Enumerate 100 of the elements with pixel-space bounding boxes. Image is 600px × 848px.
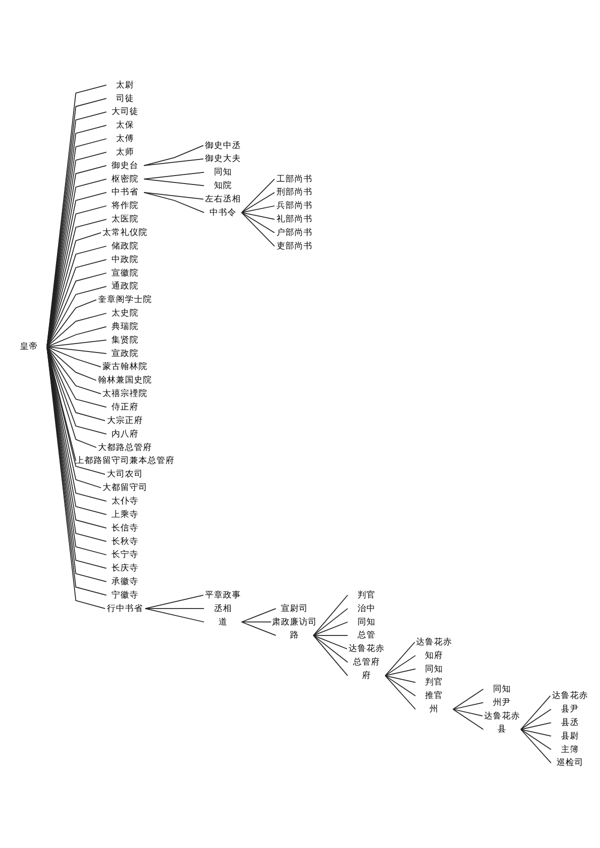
connector xyxy=(46,346,106,422)
node-text: 御史台 xyxy=(112,160,139,171)
connector xyxy=(144,145,204,166)
connector xyxy=(520,695,551,730)
node-text: 储政院 xyxy=(112,241,139,252)
connector xyxy=(46,346,102,488)
node-text: 宣徽院 xyxy=(112,268,139,278)
node-text: 长信寺 xyxy=(112,523,139,534)
connector xyxy=(520,728,552,737)
connector xyxy=(46,326,107,348)
node-text: 肃政廉访司 xyxy=(272,617,318,628)
node-text: 总管 xyxy=(357,630,376,641)
node-text: 工部尚书 xyxy=(276,174,313,184)
connector xyxy=(384,668,416,676)
node-text: 同知 xyxy=(493,684,512,694)
node-text: 达鲁花赤 xyxy=(484,711,520,722)
connector xyxy=(241,205,275,214)
node-text: 达鲁花赤 xyxy=(348,644,384,654)
connector xyxy=(46,346,106,475)
connector xyxy=(46,272,107,348)
node-text: 兵部尚书 xyxy=(276,201,313,212)
connector xyxy=(384,675,416,696)
connector xyxy=(46,346,107,434)
connector xyxy=(520,708,552,730)
connector xyxy=(384,675,416,710)
connector xyxy=(520,722,552,730)
connector xyxy=(144,172,204,180)
connector xyxy=(312,634,348,650)
node-text: 推官 xyxy=(425,691,444,702)
node-text: 长宁寺 xyxy=(112,550,139,560)
node-text: 大司徒 xyxy=(112,107,139,118)
node-text: 县 xyxy=(498,724,507,735)
node-text: 宣尉司 xyxy=(281,604,308,614)
node-text: 御史中丞 xyxy=(204,140,241,151)
connector xyxy=(312,622,348,636)
connector xyxy=(144,594,204,610)
node-text: 治中 xyxy=(357,604,376,614)
node-text: 主簿 xyxy=(560,744,579,755)
node-text: 上都路留守司兼本总管府 xyxy=(76,456,175,466)
connector xyxy=(241,212,275,220)
connector xyxy=(46,232,102,348)
node-text: 州尹 xyxy=(493,698,512,708)
node-text: 典瑞院 xyxy=(112,322,139,332)
node-text: 吏部尚书 xyxy=(276,241,313,252)
connector xyxy=(144,608,204,622)
connector xyxy=(384,675,416,683)
node-text: 通政院 xyxy=(112,282,139,292)
connector xyxy=(241,622,276,636)
node-text: 将作院 xyxy=(112,201,139,212)
node-text: 太保 xyxy=(116,120,134,131)
node-text: 太医院 xyxy=(112,214,139,225)
node-text: 判官 xyxy=(425,678,444,688)
connector xyxy=(312,608,348,636)
node-text: 州 xyxy=(430,704,439,715)
connector xyxy=(241,212,275,247)
node-text: 大都留守司 xyxy=(102,483,148,494)
node-text: 太史院 xyxy=(112,308,139,319)
connector xyxy=(46,346,102,368)
connector xyxy=(520,728,552,750)
node-text: 行中书省 xyxy=(107,604,144,614)
connector xyxy=(452,688,484,710)
node-text: 蒙古翰林院 xyxy=(102,362,148,372)
connector xyxy=(144,158,204,166)
connector xyxy=(241,178,275,214)
connector xyxy=(241,212,275,234)
node-text: 太尉 xyxy=(116,80,134,90)
node-text: 内八府 xyxy=(112,429,139,440)
node-text: 太禧宗禋院 xyxy=(102,389,148,400)
node-text: 上乘寺 xyxy=(112,510,139,520)
node-text: 侍正府 xyxy=(112,402,139,413)
node-text: 户部尚书 xyxy=(276,228,313,238)
node-text: 礼部尚书 xyxy=(276,214,313,225)
node-text: 知府 xyxy=(425,650,444,661)
node-text: 县丞 xyxy=(560,718,579,728)
connector xyxy=(46,346,97,448)
connector xyxy=(46,286,107,348)
node-text: 中书令 xyxy=(209,208,236,218)
connector xyxy=(144,192,204,214)
node-text: 宁徽寺 xyxy=(112,590,139,600)
node-text: 皇帝 xyxy=(20,342,38,352)
connector xyxy=(241,608,276,622)
node-text: 路 xyxy=(290,630,300,641)
connector xyxy=(520,728,552,764)
connector xyxy=(46,340,107,348)
connector xyxy=(312,634,348,663)
node-text: 集贤院 xyxy=(112,335,139,346)
connector xyxy=(312,634,348,636)
connector xyxy=(46,346,107,408)
connector xyxy=(241,192,275,214)
node-text: 刑部尚书 xyxy=(276,188,313,198)
node-text: 左右丞相 xyxy=(204,194,241,204)
node-text: 奎章阁学士院 xyxy=(98,295,152,306)
node-text: 巡检司 xyxy=(556,758,584,768)
node-text: 司徒 xyxy=(116,94,134,104)
node-text: 御史大夫 xyxy=(204,154,241,164)
node-text: 同知 xyxy=(357,617,376,628)
node-text: 承徽寺 xyxy=(112,577,139,588)
node-text: 太师 xyxy=(116,147,134,158)
connector xyxy=(452,708,483,716)
node-text: 县尉 xyxy=(560,731,579,742)
